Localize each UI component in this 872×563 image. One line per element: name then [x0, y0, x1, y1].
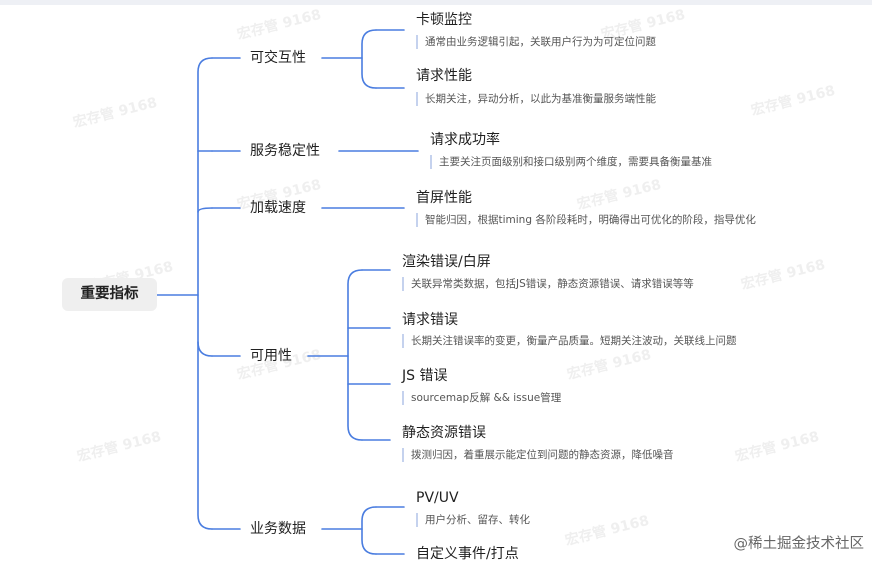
leaf-title[interactable]: 请求成功率	[430, 132, 500, 148]
leaf-note: 拨测归因，着重展示能定位到问题的静态资源，降低噪音	[402, 448, 674, 462]
leaf-title[interactable]: PV/UV	[416, 490, 459, 506]
subtrunk	[347, 269, 363, 441]
leaf-title[interactable]: 首屏性能	[416, 190, 472, 206]
leaf-title[interactable]: JS 错误	[402, 368, 448, 384]
leaf-note: 长期关注，异动分析，以此为基准衡量服务端性能	[416, 92, 656, 106]
category-node[interactable]: 加载速度	[250, 200, 306, 216]
leaf-note: 关联异常类数据，包括JS错误，静态资源错误、请求错误等等	[402, 277, 694, 291]
source-credit: @稀土掘金技术社区	[733, 536, 865, 552]
category-node[interactable]: 可用性	[250, 348, 292, 364]
leaf-note: 通常由业务逻辑引起，关联用户行为为可定位问题	[416, 35, 656, 49]
top-bar	[0, 0, 872, 5]
branch-connector	[197, 341, 213, 357]
leaf-note: 智能归因，根据timing 各阶段耗时，明确得出可优化的阶段，指导优化	[416, 213, 756, 227]
subtrunk	[361, 506, 377, 555]
leaf-note: 用户分析、留存、转化	[416, 513, 530, 527]
root-trunk	[197, 57, 213, 530]
leaf-note: sourcemap反解 && issue管理	[402, 391, 561, 405]
category-node[interactable]: 可交互性	[250, 50, 306, 66]
leaf-note: 长期关注错误率的变更，衡量产品质量。短期关注波动，关联线上问题	[402, 334, 737, 348]
leaf-title[interactable]: 渲染错误/白屏	[402, 254, 491, 270]
category-node[interactable]: 业务数据	[250, 521, 306, 537]
leaf-title[interactable]: 卡顿监控	[416, 12, 472, 28]
root-node[interactable]: 重要指标	[62, 278, 157, 311]
leaf-title[interactable]: 请求性能	[416, 68, 472, 84]
subtrunk	[361, 29, 377, 89]
category-node[interactable]: 服务稳定性	[250, 143, 320, 159]
leaf-title[interactable]: 自定义事件/打点	[416, 546, 519, 562]
branch-connector	[197, 207, 213, 213]
leaf-note: 主要关注页面级别和接口级别两个维度，需要具备衡量基准	[430, 155, 712, 169]
leaf-title[interactable]: 静态资源错误	[402, 425, 486, 441]
leaf-title[interactable]: 请求错误	[402, 312, 458, 328]
